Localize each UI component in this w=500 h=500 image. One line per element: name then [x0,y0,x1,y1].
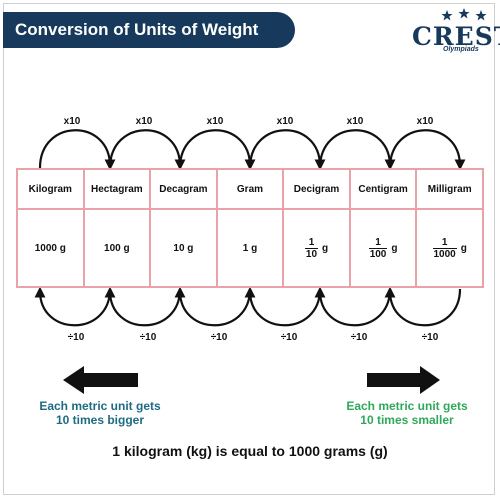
smaller-caption: Each metric unit gets 10 times smaller [322,399,492,427]
logo-text: CREST [412,22,500,51]
bottom-label-2: ÷10 [140,332,157,343]
bottom-arc-4 [244,286,322,327]
page-title: Conversion of Units of Weight [15,20,259,39]
fraction: 1 10 [304,237,319,260]
top-label-5: x10 [347,116,364,127]
fraction-denominator: 100 [369,248,387,260]
bottom-arc-6 [384,286,462,327]
conversion-statement: 1 kilogram (kg) is equal to 1000 grams (… [112,443,388,459]
top-label-3: x10 [207,116,224,127]
fraction-unit: g [391,242,398,254]
bottom-label-1: ÷10 [68,332,85,343]
logo-subtext: Olympiads [443,46,479,53]
bottom-arc-2 [104,286,182,327]
crest-logo: CREST Olympiads [405,6,500,58]
bottom-label-5: ÷10 [351,332,368,343]
fraction-unit: g [460,242,467,254]
unit-gram: Gram [215,167,285,211]
value-gram: 1 g [215,208,285,288]
top-label-6: x10 [417,116,434,127]
fraction: 1 100 [368,237,388,260]
bottom-label-3: ÷10 [211,332,228,343]
logo-stars-icon [441,8,487,21]
bigger-caption-line2: 10 times bigger [55,413,145,427]
fraction-denominator: 1000 [433,248,456,260]
bottom-arc-3 [174,286,252,327]
top-arc-5 [318,129,396,171]
value-decigram: 1 10 g [282,208,351,288]
top-label-2: x10 [136,116,153,127]
fraction: 1 1000 [432,237,457,260]
title-banner: Conversion of Units of Weight [3,12,295,48]
top-arc-6 [388,129,466,171]
bottom-label-4: ÷10 [281,332,298,343]
unit-values-row: 1000 g 100 g 10 g 1 g 1 10 g 1 100 g 1 1… [16,208,484,288]
left-direction-arrow [63,366,138,394]
value-kilogram: 1000 g [16,208,85,288]
top-arc-1 [38,129,116,171]
bigger-caption-line1: Each metric unit gets [39,399,161,413]
fraction-unit: g [322,242,329,254]
smaller-caption-line2: 10 times smaller [360,413,454,427]
top-label-1: x10 [64,116,81,127]
bottom-arc-1 [34,286,112,327]
top-arc-2 [108,129,186,171]
fraction-numerator: 1 [304,237,319,249]
bigger-caption: Each metric unit gets 10 times bigger [20,399,180,427]
unit-hectagram: Hectagram [82,167,152,211]
fraction-denominator: 10 [305,248,318,260]
unit-decigram: Decigram [282,167,351,211]
value-decagram: 10 g [149,208,218,288]
top-label-4: x10 [277,116,294,127]
fraction-numerator: 1 [368,237,388,249]
unit-milligram: Milligram [415,167,484,211]
page-frame [3,3,495,495]
bottom-arc-5 [314,286,392,327]
bottom-label-6: ÷10 [422,332,439,343]
fraction-numerator: 1 [432,237,457,249]
unit-centigram: Centigram [348,167,418,211]
top-arc-4 [248,129,326,171]
top-arc-3 [178,129,256,171]
units-table: Kilogram Hectagram Decagram Gram Decigra… [16,167,484,288]
smaller-caption-line1: Each metric unit gets [346,399,468,413]
unit-kilogram: Kilogram [16,167,85,211]
value-centigram: 1 100 g [348,208,418,288]
value-hectagram: 100 g [82,208,152,288]
unit-names-row: Kilogram Hectagram Decagram Gram Decigra… [16,167,484,211]
unit-decagram: Decagram [149,167,218,211]
value-milligram: 1 1000 g [415,208,484,288]
right-direction-arrow [367,366,440,394]
